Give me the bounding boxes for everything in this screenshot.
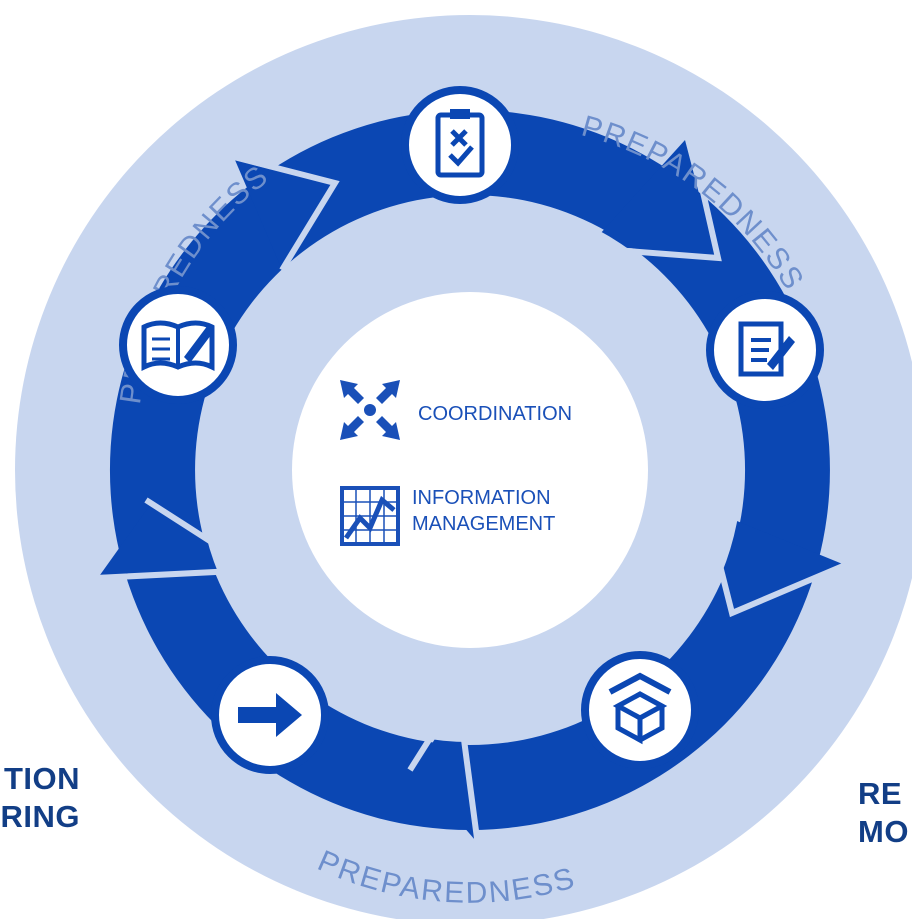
- left-outside-label: TION RING: [0, 760, 80, 836]
- document-signing-icon: [706, 291, 824, 409]
- open-book-pen-icon: [119, 286, 237, 404]
- right-outside-label: RE MO: [858, 775, 912, 851]
- left-outside-label-line2: RING: [0, 799, 80, 834]
- arrow-head-right: [710, 510, 845, 610]
- information-label-line2: MANAGEMENT: [412, 513, 555, 535]
- center-white-circle: [292, 292, 648, 648]
- arrow-head-top-left: [235, 160, 330, 265]
- coordination-icon: [340, 380, 400, 440]
- arrow-right-icon: [211, 656, 329, 774]
- clipboard-checklist-icon: [401, 86, 519, 204]
- information-label-line1: INFORMATION: [412, 487, 551, 509]
- left-outside-label-line1: TION: [3, 761, 80, 796]
- information-management-icon: [340, 486, 400, 546]
- right-outside-label-line2: MO: [858, 814, 909, 849]
- relief-box-icon: [581, 651, 699, 769]
- coordination-label: COORDINATION: [418, 403, 572, 425]
- right-outside-label-line1: RE: [858, 776, 903, 811]
- arrow-head-top-right: [590, 140, 715, 255]
